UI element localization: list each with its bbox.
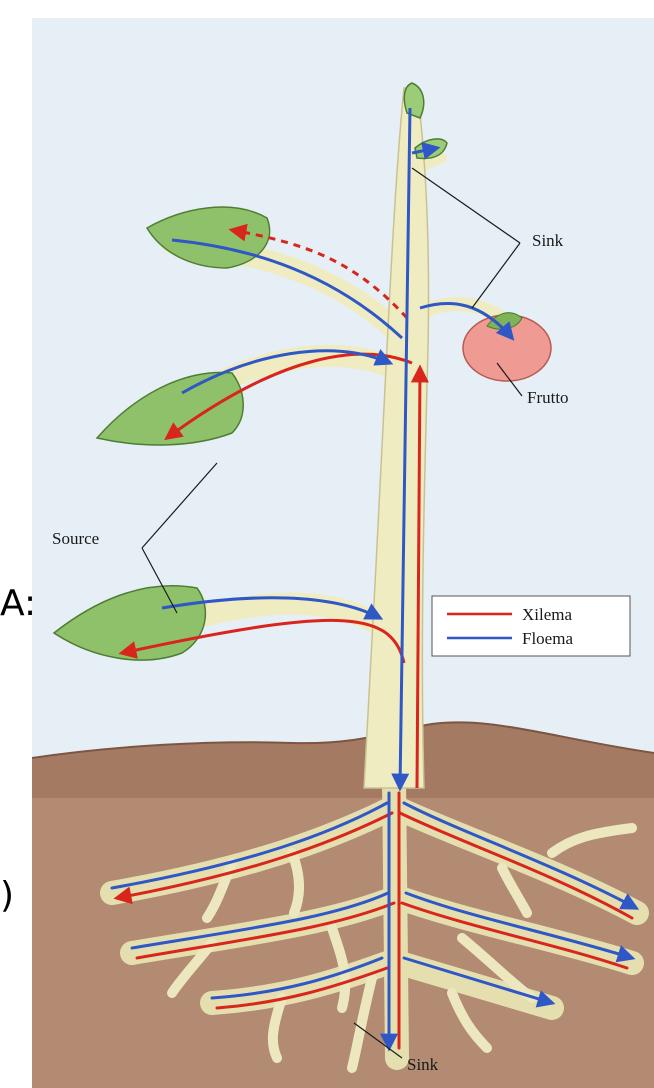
cropped-edge-text-paren: ) — [0, 878, 14, 914]
legend-label-xylem: Xilema — [522, 605, 572, 624]
cropped-edge-text-a: A: — [0, 586, 36, 622]
label-sink-bottom: Sink — [407, 1055, 439, 1074]
diagram-canvas: Sink Frutto Source Sink Xilema Floema — [32, 18, 654, 1088]
label-sink-top: Sink — [532, 231, 564, 250]
label-source: Source — [52, 529, 99, 548]
plant-transport-diagram: Sink Frutto Source Sink Xilema Floema — [32, 18, 654, 1088]
legend-label-phloem: Floema — [522, 629, 573, 648]
label-fruit: Frutto — [527, 388, 569, 407]
fruit — [463, 313, 551, 381]
legend: Xilema Floema — [432, 596, 630, 656]
